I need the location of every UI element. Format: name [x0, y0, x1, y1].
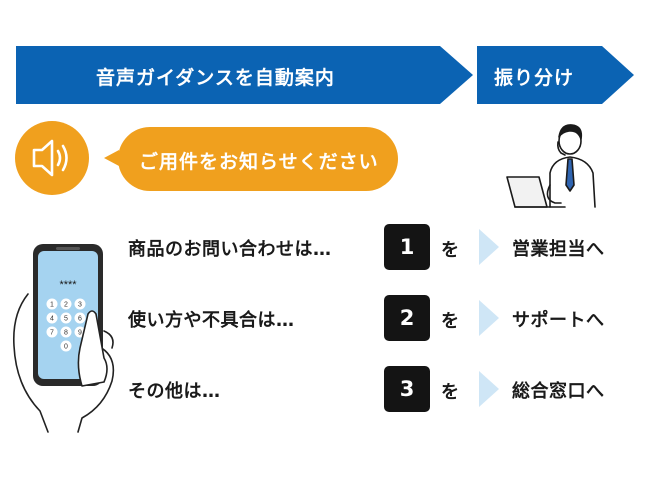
keypad-key-label: 6	[78, 316, 82, 323]
destination-label: 営業担当へ	[512, 239, 605, 260]
speaker-icon	[32, 139, 68, 177]
routing-label: 振り分け	[494, 67, 575, 89]
pointing-finger	[77, 310, 108, 387]
keypad-key-label: 2	[64, 302, 68, 309]
operator-illustration	[506, 124, 596, 208]
key-number-box: 2	[384, 295, 430, 341]
destination-label: サポートへ	[512, 310, 605, 331]
guidance-label: 音声ガイダンスを自動案内	[96, 67, 335, 89]
option-label: 商品のお問い合わせは…	[128, 239, 332, 260]
keypad-key-label: 9	[78, 330, 82, 337]
keypad-key	[60, 312, 72, 324]
speech-bubble	[104, 127, 398, 191]
hand-outline	[12, 293, 115, 433]
keypad-key	[46, 298, 58, 310]
keypad-key	[60, 340, 72, 352]
keypad: 1 2 3 4 5 6 7 8 9 0	[46, 298, 86, 352]
keypad-key	[60, 298, 72, 310]
header-banner	[16, 46, 634, 104]
particle-text: を	[441, 240, 459, 261]
keypad-key-label: 4	[50, 316, 54, 323]
keypad-key	[74, 312, 86, 324]
keypad-key-label: 0	[64, 344, 68, 351]
prompt-graphic	[15, 121, 398, 195]
keypad-key-label: 3	[78, 302, 82, 309]
key-number-box: 3	[384, 366, 430, 412]
chevron-right-icon	[479, 229, 499, 265]
keypad-key-label: 7	[50, 330, 54, 337]
key-number-box: 1	[384, 224, 430, 270]
keypad-key	[74, 298, 86, 310]
particle-text: を	[441, 311, 459, 332]
keypad-key	[46, 312, 58, 324]
speech-text: ご用件をお知らせください	[139, 151, 379, 173]
keypad-key-label: 1	[50, 302, 54, 309]
phone-display: ****	[59, 279, 77, 291]
destination-label: 総合窓口へ	[512, 381, 605, 402]
guidance-chevron	[16, 46, 473, 104]
phone-illustration: **** 1 2 3 4 5 6 7 8 9 0	[12, 244, 115, 433]
keypad-key	[60, 326, 72, 338]
chevron-right-icon	[479, 371, 499, 407]
routing-chevron	[477, 46, 634, 104]
keypad-key-label: 8	[64, 330, 68, 337]
option-label: その他は…	[128, 381, 221, 402]
chevron-right-icon	[479, 300, 499, 336]
keypad-key	[46, 326, 58, 338]
option-label: 使い方や不具合は…	[128, 310, 295, 331]
particle-text: を	[441, 382, 459, 403]
keypad-key-label: 5	[64, 316, 68, 323]
